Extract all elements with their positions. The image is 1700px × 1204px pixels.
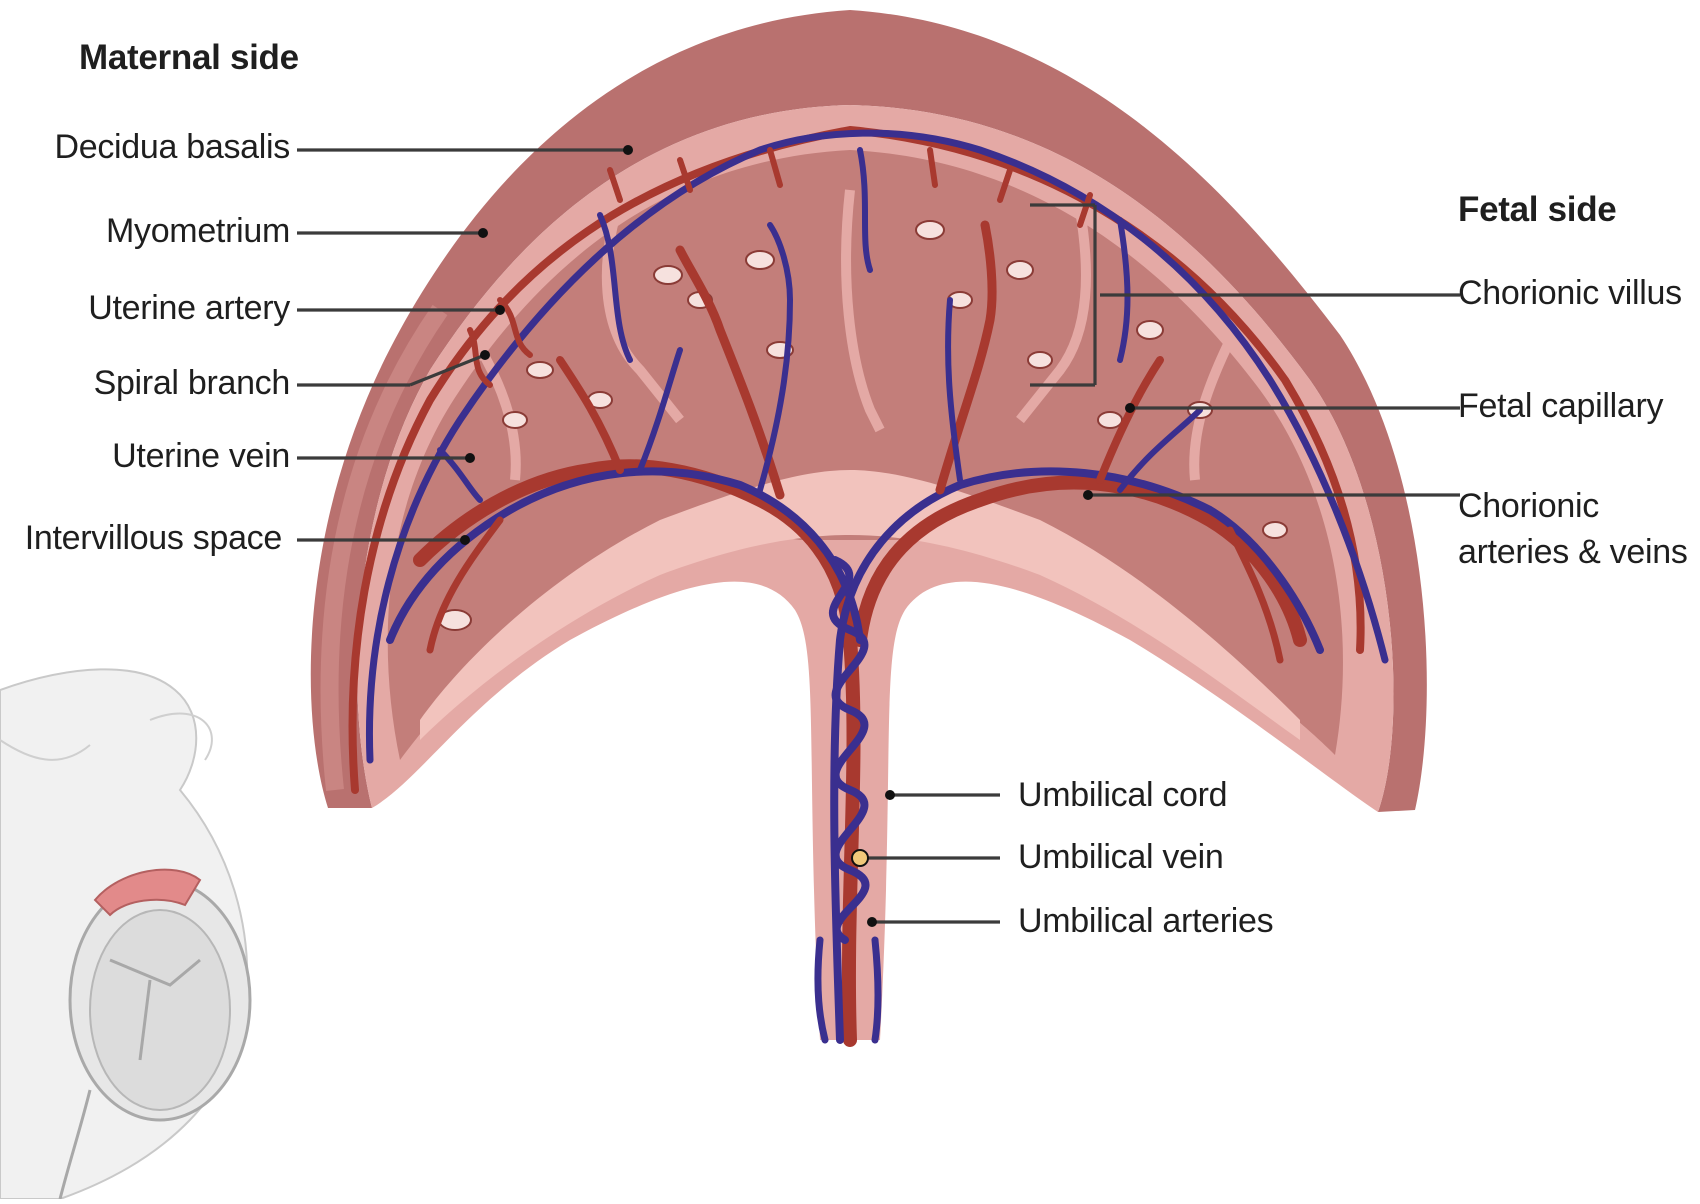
- label-intervillous-space: Intervillous space: [25, 519, 282, 558]
- label-chorionic-villus: Chorionic villus: [1458, 274, 1682, 313]
- label-fetal-capillary: Fetal capillary: [1458, 387, 1663, 426]
- label-uterine-artery: Uterine artery: [88, 289, 290, 328]
- fetal-side-title: Fetal side: [1458, 190, 1616, 230]
- label-spiral-branch: Spiral branch: [94, 364, 290, 403]
- label-myometrium: Myometrium: [106, 212, 290, 251]
- label-umbilical-vein: Umbilical vein: [1018, 838, 1224, 877]
- pregnancy-inset: [0, 669, 250, 1199]
- label-decidua-basalis: Decidua basalis: [54, 128, 290, 167]
- label-chorionic: Chorionic: [1458, 487, 1599, 526]
- label-umbilical-cord: Umbilical cord: [1018, 776, 1227, 815]
- label-uterine-vein: Uterine vein: [112, 437, 290, 476]
- label-arteries-and-veins: arteries & veins: [1458, 533, 1688, 572]
- label-umbilical-arteries: Umbilical arteries: [1018, 902, 1273, 941]
- maternal-side-title: Maternal side: [79, 38, 299, 78]
